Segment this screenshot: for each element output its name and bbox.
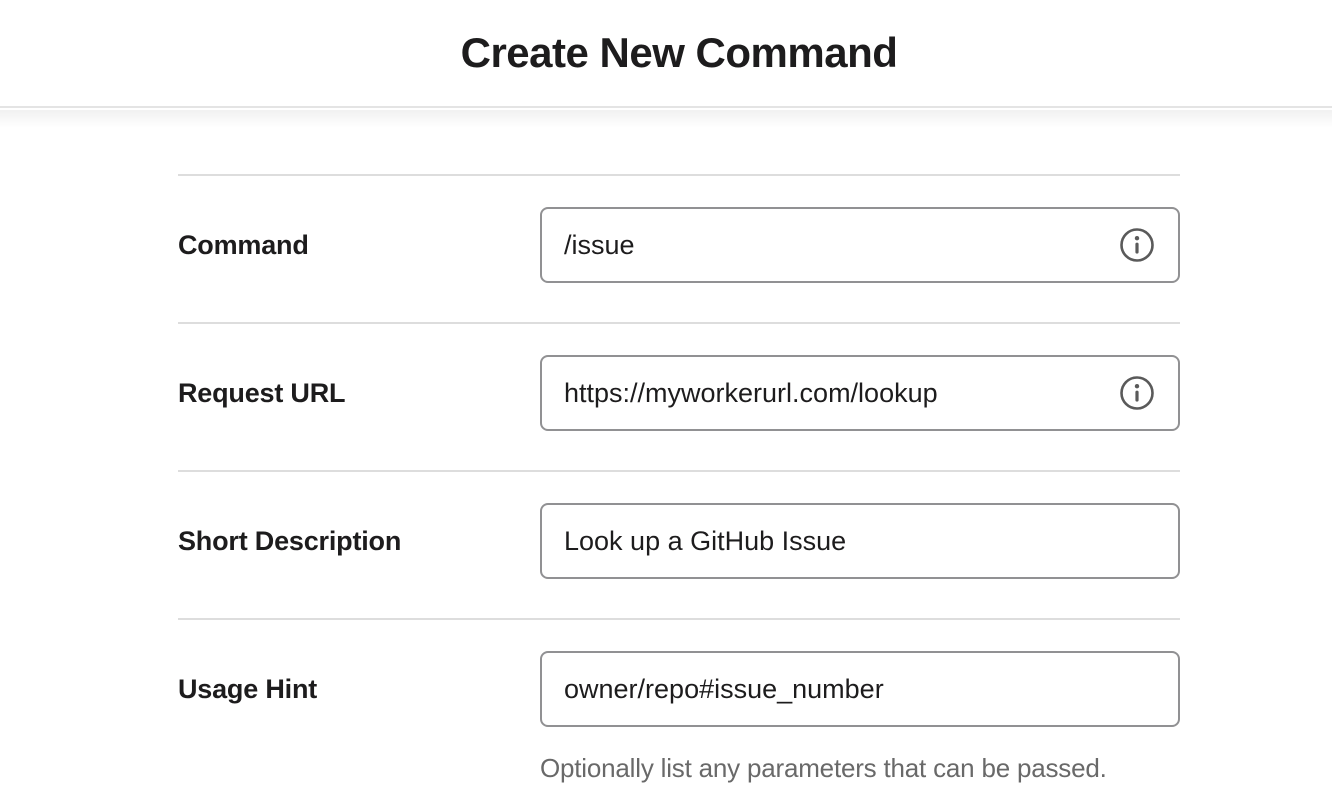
short-description-input[interactable] [540,503,1180,579]
request-url-input-wrap [540,355,1180,431]
request-url-input-col [540,355,1180,431]
command-label: Command [178,229,309,260]
usage-hint-helper-text: Optionally list any parameters that can … [540,753,1107,783]
request-url-label: Request URL [178,377,346,408]
form-row-request-url: Request URL [178,322,1180,470]
command-input[interactable] [540,207,1180,283]
create-command-form: Command Request URL [178,174,1180,804]
usage-hint-label: Usage Hint [178,673,318,704]
page-header-inner: Create New Command [178,0,1180,106]
usage-hint-input-col: Optionally list any parameters that can … [540,651,1180,784]
form-row-usage-hint: Usage Hint Optionally list any parameter… [178,618,1180,804]
short-description-input-col [540,503,1180,579]
request-url-input[interactable] [540,355,1180,431]
header-shadow [0,110,1332,128]
usage-hint-input[interactable] [540,651,1180,727]
command-input-col [540,207,1180,283]
command-input-wrap [540,207,1180,283]
short-description-label: Short Description [178,525,402,556]
short-description-input-wrap [540,503,1180,579]
usage-hint-input-wrap [540,651,1180,727]
form-row-short-description: Short Description [178,470,1180,618]
info-icon[interactable] [1120,228,1154,262]
info-icon[interactable] [1120,376,1154,410]
page-title: Create New Command [460,29,898,76]
page-header: Create New Command [0,0,1332,108]
form-row-command: Command [178,174,1180,322]
